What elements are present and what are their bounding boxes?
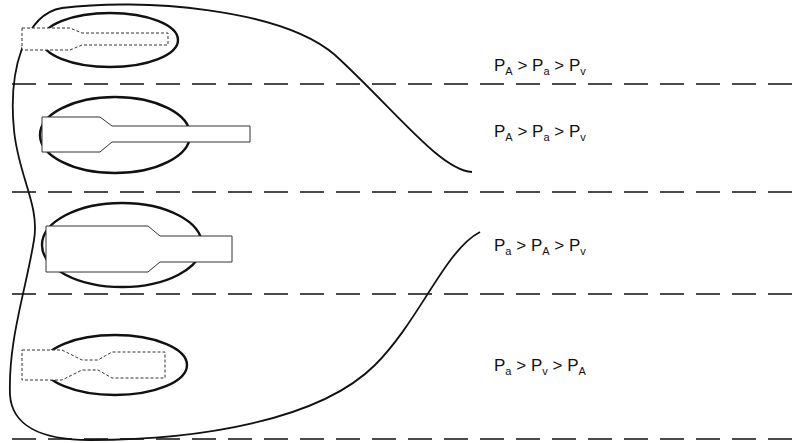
pressure-relation: Pa > PA > Pv: [492, 236, 588, 256]
partly-open-capillary: [42, 117, 250, 152]
zone-divider: [12, 83, 792, 85]
zone-divider: [12, 191, 792, 193]
pressure-relation: PA > Pa > Pv: [492, 56, 588, 76]
pressure-relation: Pa > Pv > PA: [492, 356, 588, 376]
zone-divider: [12, 293, 792, 295]
zone-dividers: [12, 84, 792, 439]
lung-outline: [10, 4, 480, 440]
collapsed-capillary: [22, 28, 168, 50]
pressure-relation: PA > Pa > Pv: [492, 122, 588, 142]
open-capillary: [46, 226, 232, 272]
distended-capillary: [22, 350, 165, 380]
capillaries: [22, 28, 250, 380]
alveoli: [40, 13, 202, 395]
